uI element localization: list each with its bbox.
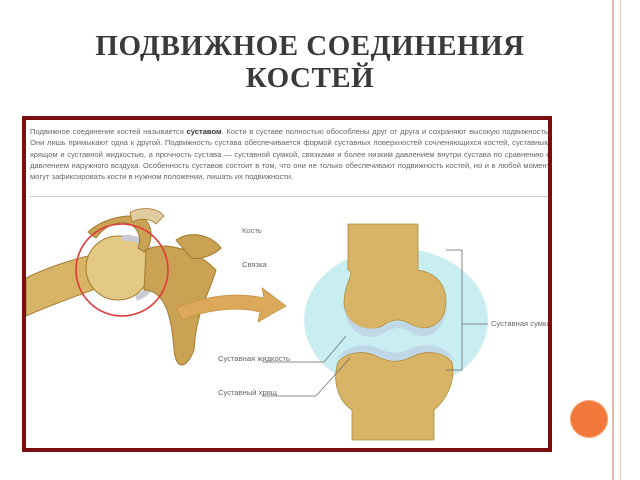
description-text: Подвижное соединение костей называется с… — [30, 126, 551, 182]
zoom-arrow-icon — [175, 287, 287, 323]
shoulder-joint-drawing — [26, 208, 222, 366]
description-divider — [30, 196, 548, 197]
description-part-2: . Кости в суставе полностью обособлены д… — [30, 127, 551, 182]
slide-border-line — [612, 0, 614, 480]
label-synovial-fluid: Суставная жидкость — [218, 354, 290, 363]
slide-title: ПОДВИЖНОЕ СОЕДИНЕНИЯ КОСТЕЙ — [40, 30, 580, 94]
description-part-1: Подвижное соединение костей называется — [30, 127, 187, 136]
label-cartilage: Суставный хрящ — [218, 388, 277, 397]
slide-title-line-2: КОСТЕЙ — [245, 62, 375, 94]
label-ligament: Связка — [242, 260, 267, 269]
joint-illustration — [26, 208, 488, 441]
description-term: суставом — [186, 127, 222, 136]
label-capsule: Суставная сумка — [491, 319, 551, 328]
slide-border-line-inner — [620, 0, 621, 480]
decorative-orange-circle — [570, 400, 608, 438]
illustration-frame: Подвижное соединение костей называется с… — [22, 116, 552, 452]
joint-detail-drawing — [262, 223, 488, 441]
highlight-circle — [75, 223, 169, 317]
label-bone: Кость — [242, 226, 262, 235]
slide-title-line-1: ПОДВИЖНОЕ СОЕДИНЕНИЯ — [95, 30, 525, 62]
